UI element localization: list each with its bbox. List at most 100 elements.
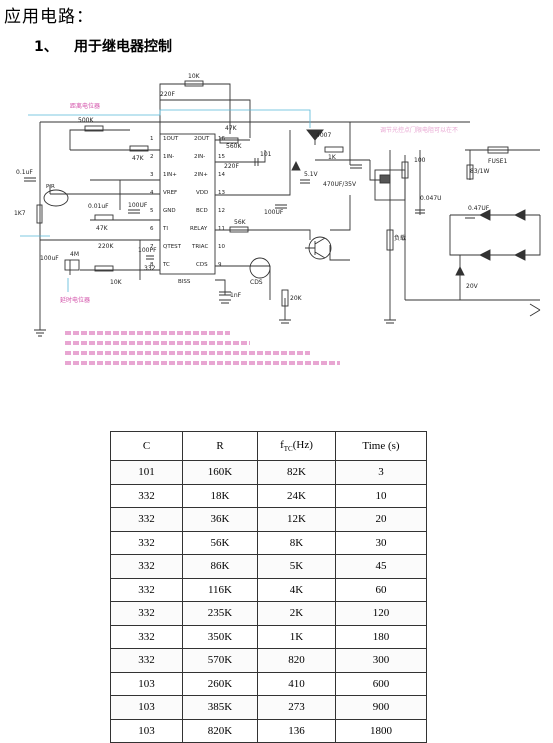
component-label: 10K: [188, 73, 201, 80]
cell-t: 3: [335, 460, 427, 485]
cell-r: 160K: [182, 460, 258, 485]
section-title-text: 用于继电器控制: [74, 39, 172, 55]
cell-f: 12K: [257, 507, 336, 532]
cell-r: 36K: [182, 507, 258, 532]
component-label: 101: [260, 151, 272, 158]
cell-r: 235K: [182, 601, 258, 626]
component-label: 560K: [226, 143, 242, 150]
pin-label: 2OUT: [194, 136, 210, 142]
ic-name: BISS: [178, 279, 191, 285]
pin-label: TI: [162, 226, 168, 232]
highlight-wire: [28, 109, 311, 128]
component-label: 20K: [290, 295, 303, 302]
header-f-sub: TC: [283, 445, 293, 453]
cell-t: 60: [335, 577, 427, 602]
component-label: 负载: [394, 234, 406, 242]
component-label: 220K: [98, 243, 114, 250]
cell-t: 600: [335, 671, 427, 696]
component-label: 20V: [466, 283, 479, 290]
cell-c: 332: [110, 483, 183, 508]
schematic-svg: 1OUT 1IN- 1IN+ VREF GND TI QTEST TC 2OUT…: [14, 73, 541, 365]
pin-number: 4: [150, 190, 154, 196]
header-ftc: fTC(Hz): [257, 431, 336, 461]
cell-c: 332: [110, 554, 183, 579]
pin-number: 11: [218, 226, 225, 232]
pin-number: 8: [150, 262, 154, 268]
pin-label: 1OUT: [163, 136, 179, 142]
delay-pot-note: 延时电位器: [60, 296, 90, 304]
cell-f: 82K: [257, 460, 336, 485]
component-label: 500K: [78, 117, 94, 124]
pin-number: 3: [150, 172, 154, 178]
pin-label: VDD: [196, 190, 208, 196]
component-label: 100UF: [264, 209, 284, 216]
cell-t: 900: [335, 695, 427, 720]
component-label: 1K: [328, 154, 337, 161]
cell-c: 332: [110, 601, 183, 626]
header-c: C: [110, 431, 183, 461]
cell-r: 116K: [182, 577, 258, 602]
pin-number: 14: [218, 172, 225, 178]
component-label: 100PF: [138, 247, 157, 254]
light-threshold-note: 调节光控点门限电阻可以在不: [380, 126, 458, 134]
annotations: 距离电位器 延时电位器 调节光控点门限电阻可以在不: [60, 102, 458, 365]
header-f: f: [280, 439, 284, 451]
pin-number: 15: [218, 154, 225, 160]
component-labels: 10K 220F 47K 560K 220F 101 4007 5.1V 1K …: [14, 73, 507, 302]
cell-f: 1K: [257, 624, 336, 649]
cell-r: 86K: [182, 554, 258, 579]
component-label: 1K7: [14, 210, 26, 217]
cell-c: 332: [110, 507, 183, 532]
cell-f: 273: [257, 695, 336, 720]
pin-number: 7: [150, 244, 154, 250]
distance-pot-note: 距离电位器: [70, 102, 100, 110]
pin-label: QTEST: [163, 244, 182, 250]
component-label: FUSE1: [488, 158, 507, 165]
component-label: 100UF: [128, 202, 148, 209]
cell-c: 103: [110, 671, 183, 696]
cell-c: 332: [110, 648, 183, 673]
cell-c: 332: [110, 624, 183, 649]
component-label: PIR: [46, 184, 55, 190]
pin-number: 2: [150, 154, 154, 160]
component-label: 0.1uF: [16, 169, 33, 176]
table-header-row: C R fTC(Hz) Time (s): [110, 431, 427, 461]
pin-number: 1: [150, 136, 154, 142]
component-label: CDS: [250, 279, 263, 286]
component-label: 83/1W: [470, 168, 489, 175]
pin-number: 13: [218, 190, 225, 196]
component-label: 332: [144, 265, 156, 272]
pin-label: TRIAC: [191, 244, 208, 250]
cell-f: 24K: [257, 483, 336, 508]
header-time: Time (s): [335, 431, 427, 461]
cell-c: 332: [110, 577, 183, 602]
cell-c: 332: [110, 530, 183, 555]
component-label: 47K: [96, 225, 109, 232]
component-label: 4M: [70, 251, 79, 258]
section-number: 1、: [34, 39, 58, 55]
cell-t: 20: [335, 507, 427, 532]
cell-r: 18K: [182, 483, 258, 508]
component-label: 1nF: [230, 292, 242, 299]
pin-label: 1IN+: [163, 172, 177, 178]
section-title: 1、用于继电器控制: [34, 36, 172, 56]
ic-body: [159, 133, 216, 275]
component-label: 10K: [110, 279, 123, 286]
cell-t: 1800: [335, 718, 427, 743]
pin-label: TC: [162, 262, 170, 268]
pin-label: BCD: [196, 208, 208, 214]
cell-r: 260K: [182, 671, 258, 696]
pin-number: 16: [218, 136, 225, 142]
cell-c: 103: [110, 695, 183, 720]
pin-number: 9: [218, 262, 222, 268]
